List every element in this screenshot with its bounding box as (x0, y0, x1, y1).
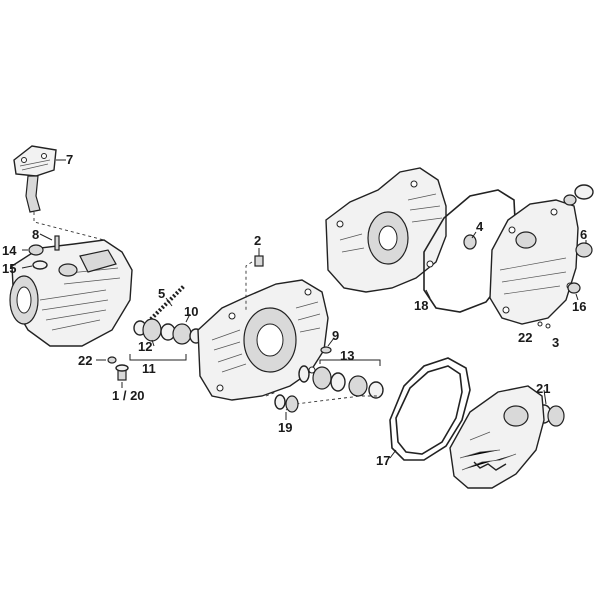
callout-18: 18 (414, 298, 429, 313)
part-4-bushing (463, 234, 477, 250)
callout-9: 9 (332, 328, 340, 343)
callout-10: 10 (184, 304, 199, 319)
callout-15: 15 (2, 261, 17, 276)
part-19-seal (274, 394, 299, 413)
part-14-nut (28, 244, 44, 256)
callout-17: 17 (376, 453, 391, 468)
outer-cover (489, 199, 579, 325)
primary-cover (449, 385, 545, 489)
callout-13: 13 (340, 348, 355, 363)
part-5-chain (146, 284, 186, 324)
left-crankcase-half (9, 239, 133, 347)
part-16-plug (567, 282, 581, 294)
part-2-plug (254, 255, 264, 267)
callout-14: 14 (2, 243, 17, 258)
filler-cap (563, 184, 594, 206)
part-7-bracket (13, 145, 57, 213)
callout-16: 16 (572, 299, 587, 314)
callout-8: 8 (32, 227, 40, 242)
middle-crankcase-half (197, 279, 329, 401)
part-1-20-bolt (115, 364, 129, 381)
part-6-plug (575, 242, 593, 258)
part-9-pin (320, 346, 332, 354)
part-15-washer (32, 260, 48, 270)
callout-7: 7 (66, 152, 74, 167)
callout-21: 21 (536, 381, 551, 396)
callout-22-right: 22 (518, 330, 533, 345)
part-3-screw (545, 323, 551, 329)
part-13-bearing-group (298, 365, 384, 399)
callout-5: 5 (158, 286, 166, 301)
part-17-gasket (389, 357, 471, 461)
callout-22-left: 22 (78, 353, 93, 368)
callout-19: 19 (278, 420, 293, 435)
part-8-pin (54, 235, 60, 251)
part-22-screw-right (537, 321, 543, 327)
callout-11: 11 (142, 361, 156, 376)
right-crankcase-half (325, 167, 447, 293)
part-22-plug-left (107, 356, 117, 364)
callout-12: 12 (138, 339, 153, 354)
callout-4: 4 (476, 219, 484, 234)
callout-3: 3 (552, 335, 560, 350)
callout-1-20: 1 / 20 (112, 388, 145, 403)
callout-6: 6 (580, 227, 588, 242)
callout-2: 2 (254, 233, 262, 248)
